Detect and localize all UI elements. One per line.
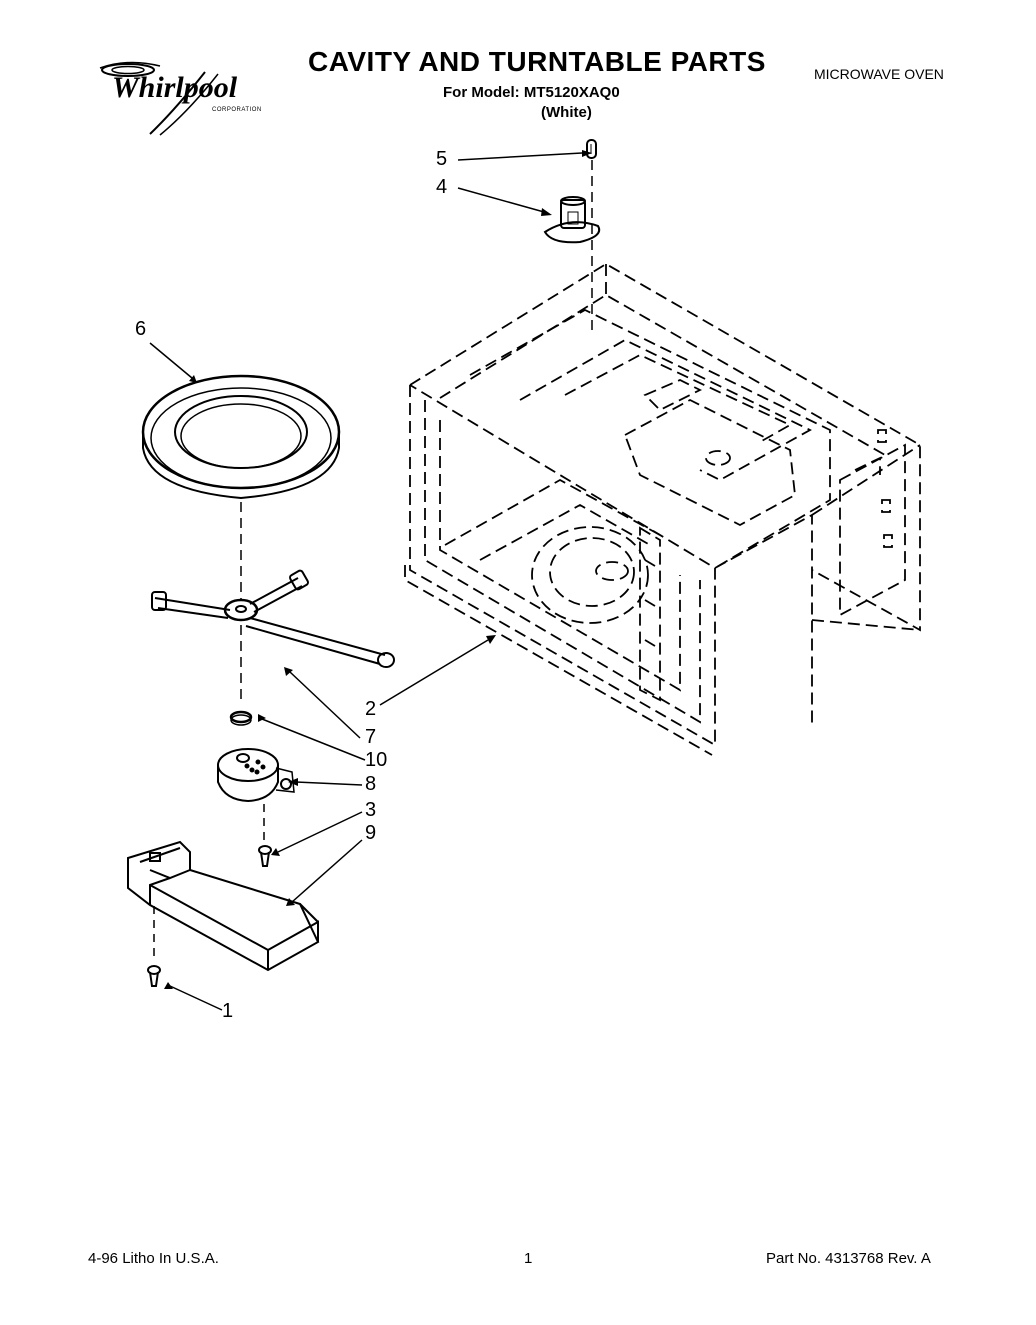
callout-leader-7: [289, 671, 361, 739]
callout-8: 8: [365, 773, 377, 795]
callout-5: 5: [436, 148, 448, 170]
part-3-screw: [258, 845, 272, 867]
brand-corporation: CORPORATION: [212, 107, 262, 113]
part-number: Part No. 4313768 Rev. A: [766, 1250, 931, 1267]
callout-7: 7: [365, 726, 377, 748]
part-6-turntable-tray: [141, 374, 341, 500]
callout-3: 3: [365, 799, 377, 821]
product-type: MICROWAVE OVEN: [814, 66, 944, 82]
page-number: 1: [524, 1250, 533, 1267]
callout-10: 10: [365, 749, 388, 771]
callout-leader-6: [149, 342, 193, 379]
callout-leader-1: [169, 985, 223, 1011]
callout-leader-8: [295, 781, 363, 786]
callout-9: 9: [365, 822, 377, 844]
whirlpool-logo: [99, 61, 219, 136]
part-5-clip: [586, 139, 597, 159]
part-1-screw: [147, 965, 161, 987]
part-8-turntable-motor: [217, 748, 295, 803]
model-line: For Model: MT5120XAQ0: [443, 84, 620, 101]
callout-leader-9: [291, 839, 363, 903]
brand-name: Whirlpool: [112, 71, 238, 104]
callout-leader-3: [277, 811, 363, 853]
part-9-motor-cover: [127, 840, 320, 972]
callout-leader-2: [379, 639, 489, 706]
callout-1: 1: [222, 1000, 234, 1022]
part-7-roller-support: [151, 569, 395, 668]
color-line: (White): [541, 104, 592, 121]
callout-4: 4: [436, 176, 448, 198]
callout-leader-5: [457, 152, 583, 161]
callout-6: 6: [135, 318, 147, 340]
callout-2: 2: [365, 698, 377, 720]
part-10-coupler: [229, 710, 253, 726]
callout-leader-10: [261, 718, 366, 761]
litho-note: 4-96 Litho In U.S.A.: [88, 1250, 219, 1267]
callout-leader-4: [457, 187, 545, 213]
page-title: CAVITY AND TURNTABLE PARTS: [308, 46, 766, 77]
part-4-thermostat: [543, 196, 601, 244]
part-2-oven-cavity: [404, 262, 921, 756]
